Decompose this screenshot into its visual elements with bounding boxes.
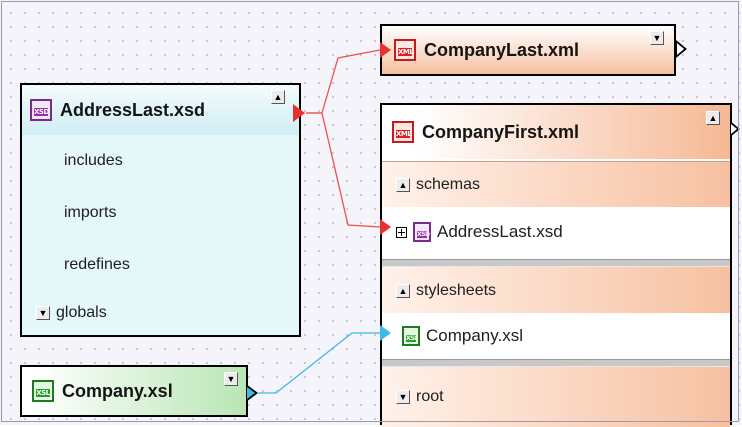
companylast-xml-box[interactable]: XML CompanyLast.xml ▼ (380, 24, 676, 76)
xsd-file-icon: XSD (413, 222, 431, 242)
link-address-to-companylast (306, 49, 381, 114)
stylesheet-filename: Company.xsl (426, 326, 523, 345)
schemas-header[interactable] (382, 161, 730, 208)
address-item-includes[interactable]: includes (22, 149, 299, 173)
companyfirst-title-bar: XML CompanyFirst.xml (382, 105, 730, 159)
address-output-handle[interactable] (293, 104, 305, 122)
schema-input-handle[interactable] (380, 219, 391, 235)
stylesheet-entry: XSL Company.xsl (382, 323, 730, 349)
link-xsl-to-companyfirst (258, 332, 380, 394)
companylast-input-handle[interactable] (380, 42, 391, 58)
root-row: ▼ root (382, 385, 730, 409)
address-box-title-bar: XSD AddressLast.xsd (22, 85, 299, 135)
root-expand-button[interactable]: ▼ (396, 390, 410, 404)
companyfirst-collapse-button[interactable]: ▲ (706, 111, 720, 125)
xsl-file-icon: XSL (32, 380, 54, 402)
section-divider (382, 359, 730, 367)
globals-label: globals (56, 304, 107, 321)
companylast-output-handle-inner (677, 43, 684, 55)
address-item-imports[interactable]: imports (22, 201, 299, 225)
root-label: root (416, 388, 444, 405)
company-xsl-box[interactable]: XSL Company.xsl ▼ (20, 365, 248, 417)
address-box-header (22, 85, 299, 135)
address-item-globals[interactable]: ▼ globals (22, 301, 299, 325)
companylast-title-bar: XML CompanyLast.xml (382, 26, 674, 74)
stylesheet-input-handle[interactable] (380, 325, 391, 341)
address-item-redefines[interactable]: redefines (22, 253, 299, 277)
stylesheets-row: ▲ stylesheets (382, 279, 730, 303)
globals-expand-button[interactable]: ▼ (36, 306, 50, 320)
schemas-row: ▲ schemas (382, 173, 730, 197)
schema-filename: AddressLast.xsd (437, 222, 563, 241)
companyxsl-output-handle-inner (247, 387, 255, 399)
address-schema-box[interactable]: XSD AddressLast.xsd ▲ includes imports r… (20, 83, 301, 337)
companylast-title: CompanyLast.xml (424, 39, 580, 60)
section-divider (382, 259, 730, 267)
address-box-body (22, 135, 299, 335)
xsd-file-icon: XSD (30, 99, 52, 121)
redefines-label: redefines (64, 256, 130, 273)
stylesheets-collapse-button[interactable]: ▲ (396, 284, 410, 298)
address-box-collapse-button[interactable]: ▲ (271, 90, 285, 104)
link-address-to-companyfirst (306, 112, 381, 228)
schema-entry: XSD AddressLast.xsd (382, 219, 730, 245)
xsl-file-icon: XSL (402, 326, 420, 346)
companyfirst-xml-box[interactable]: XML CompanyFirst.xml ▲ ▲ schemas XSD Add… (380, 103, 732, 427)
expand-plus-icon[interactable] (396, 226, 407, 238)
companyfirst-title: CompanyFirst.xml (422, 121, 580, 142)
stylesheet-entry-row[interactable] (382, 313, 730, 359)
imports-label: imports (64, 204, 117, 221)
companyxsl-collapse-button[interactable]: ▼ (224, 372, 238, 386)
companyfirst-header (382, 105, 730, 159)
schemas-label: schemas (416, 176, 481, 193)
companyxsl-title: Company.xsl (62, 380, 173, 401)
companylast-collapse-button[interactable]: ▼ (650, 31, 664, 45)
address-box-title: AddressLast.xsd (60, 99, 206, 120)
schemas-collapse-button[interactable]: ▲ (396, 178, 410, 192)
xml-file-icon: XML (392, 121, 414, 143)
xml-file-icon: XML (394, 39, 416, 61)
companyxsl-title-bar: XSL Company.xsl (22, 367, 246, 415)
includes-label: includes (64, 152, 123, 169)
stylesheets-label: stylesheets (416, 282, 497, 299)
companyfirst-output-handle-inner (731, 124, 737, 134)
schema-entry-row[interactable] (382, 207, 730, 259)
root-header[interactable] (382, 367, 730, 427)
stylesheets-header[interactable] (382, 267, 730, 313)
